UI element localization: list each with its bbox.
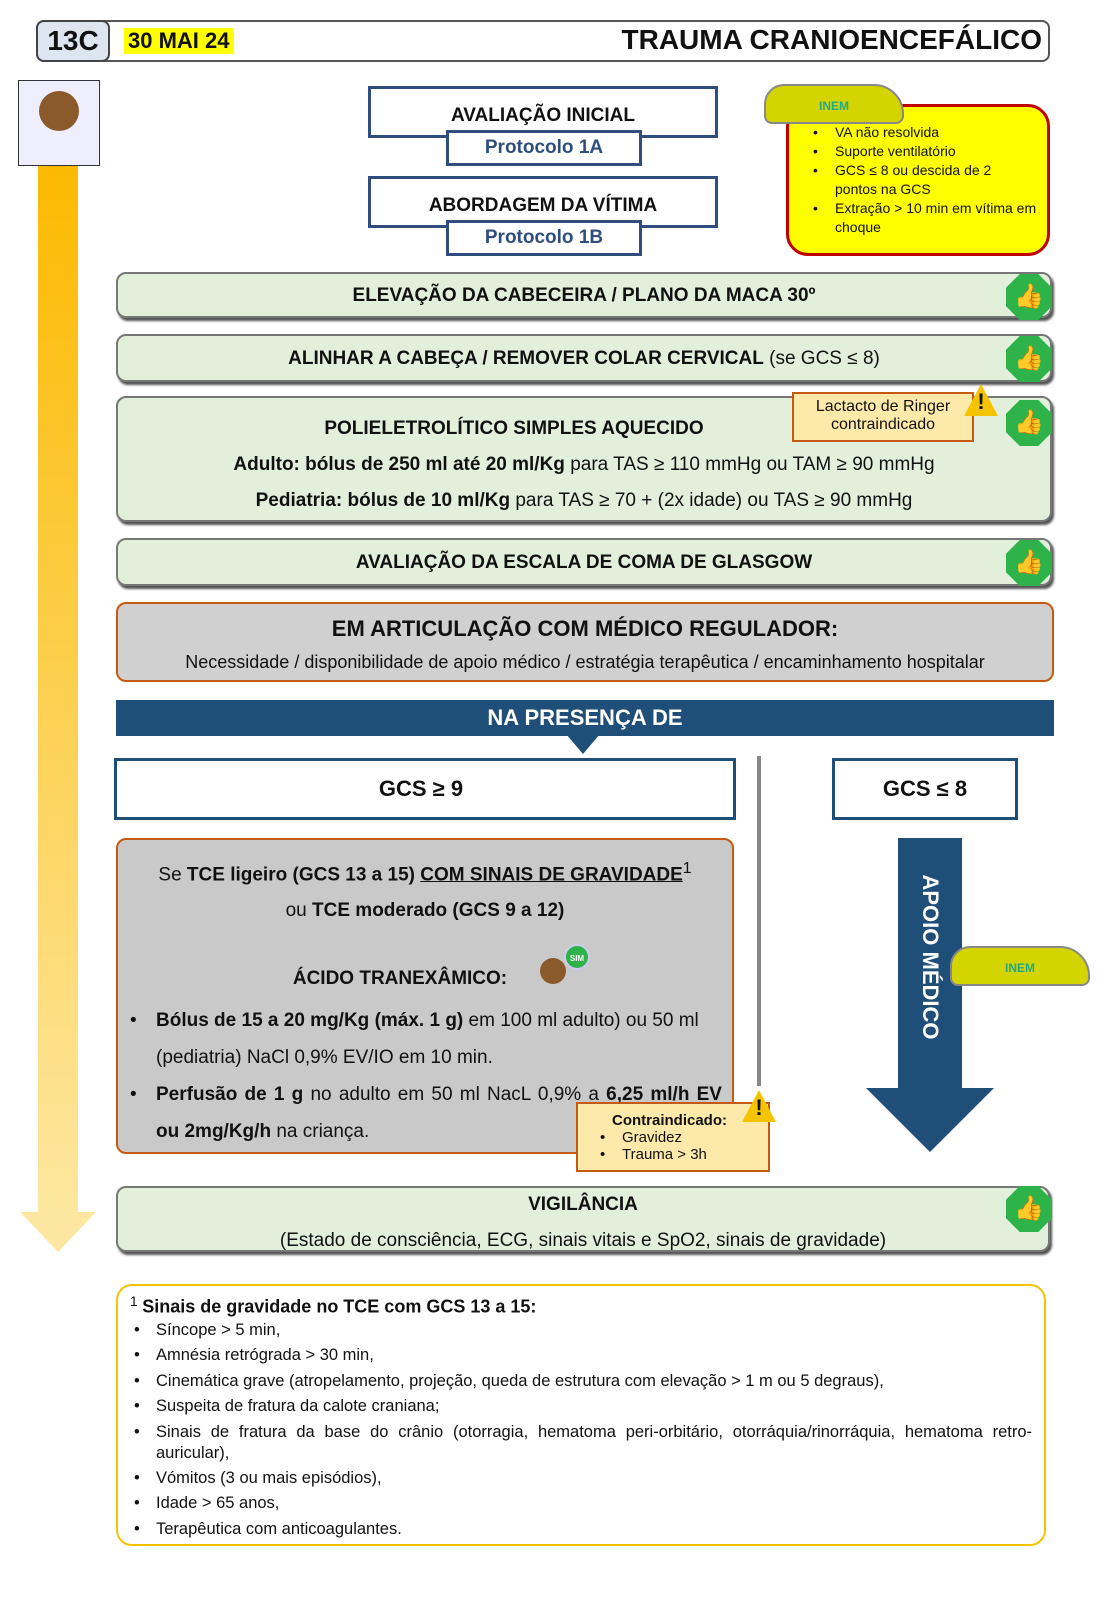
footnote-item: Síncope > 5 min, (156, 1318, 1032, 1344)
down-arrow-icon (566, 734, 600, 754)
gcs-high-header: GCS ≥ 9 (114, 758, 736, 820)
protocol-1a-link[interactable]: Protocolo 1A (446, 130, 642, 166)
footnote-item: Idade > 65 anos, (156, 1491, 1032, 1517)
criteria-item: Suporte ventilatório (835, 142, 1037, 161)
contra-item: Gravidez (622, 1129, 768, 1146)
thumbs-up-icon: 👍 (1006, 1186, 1052, 1232)
gcs-low-header: GCS ≤ 8 (832, 758, 1018, 820)
medical-support-arrowhead (866, 1088, 994, 1152)
footnote-item: Cinemática grave (atropelamento, projeçã… (156, 1369, 1032, 1395)
ambulance-car-icon: INEM (950, 946, 1090, 986)
footnote-box: 1 Sinais de gravidade no TCE com GCS 13 … (116, 1284, 1046, 1546)
doctor-sim-icon (540, 948, 576, 996)
protocol-code: 13C (36, 20, 110, 62)
vigilance-box: VIGILÂNCIA (Estado de consciência, ECG, … (116, 1186, 1050, 1252)
criteria-item: GCS ≤ 8 ou descida de 2 pontos na GCS (835, 161, 1037, 199)
page-title: TRAUMA CRANIOENCEFÁLICO (621, 24, 1043, 55)
thumbs-up-icon: 👍 (1006, 274, 1052, 320)
medical-support-label: APOIO MÉDICO (918, 874, 943, 1040)
ambulance-car-icon: INEM (764, 84, 904, 124)
timeline-arrowhead (20, 1212, 96, 1252)
doctor-avatar (18, 80, 100, 166)
protocol-1b-link[interactable]: Protocolo 1B (446, 220, 642, 256)
thumbs-up-icon: 👍 (1006, 336, 1052, 382)
timeline-arrow (38, 166, 78, 1216)
vmer-criteria-box: VA não resolvida Suporte ventilatório GC… (786, 104, 1050, 256)
contraindication-box: Contraindicado: GravidezTrauma > 3h (576, 1102, 770, 1172)
date-badge: 30 MAI 24 (124, 28, 234, 54)
footnote-item: Terapêutica com anticoagulantes. (156, 1517, 1032, 1543)
tce-box: Se TCE ligeiro (GCS 13 a 15) COM SINAIS … (116, 838, 734, 1154)
regulator-box: EM ARTICULAÇÃO COM MÉDICO REGULADOR: Nec… (116, 602, 1054, 682)
criteria-item: Extração > 10 min em vítima em choque (835, 199, 1037, 237)
footnote-item: Sinais de fratura da base do crânio (oto… (156, 1420, 1032, 1466)
contra-item: Trauma > 3h (622, 1146, 768, 1163)
footnote-item: Vómitos (3 ou mais episódios), (156, 1466, 1032, 1492)
thumbs-up-icon: 👍 (1006, 400, 1052, 446)
criteria-item: VA não resolvida (835, 123, 1037, 142)
step-elevation: ELEVAÇÃO DA CABECEIRA / PLANO DA MACA 30… (116, 272, 1052, 318)
sim-badge: SIM (564, 944, 590, 970)
step-align-head: ALINHAR A CABEÇA / REMOVER COLAR CERVICA… (116, 334, 1052, 382)
divider-line (757, 756, 761, 1086)
footnote-item: Amnésia retrógrada > 30 min, (156, 1343, 1032, 1369)
presence-banner: NA PRESENÇA DE (116, 700, 1054, 736)
ringer-warning: Lactacto de Ringer contraindicado (792, 392, 974, 442)
footnote-item: Suspeita de fratura da calote craniana; (156, 1394, 1032, 1420)
step-glasgow: AVALIAÇÃO DA ESCALA DE COMA DE GLASGOW (116, 538, 1052, 586)
thumbs-up-icon: 👍 (1006, 540, 1052, 586)
